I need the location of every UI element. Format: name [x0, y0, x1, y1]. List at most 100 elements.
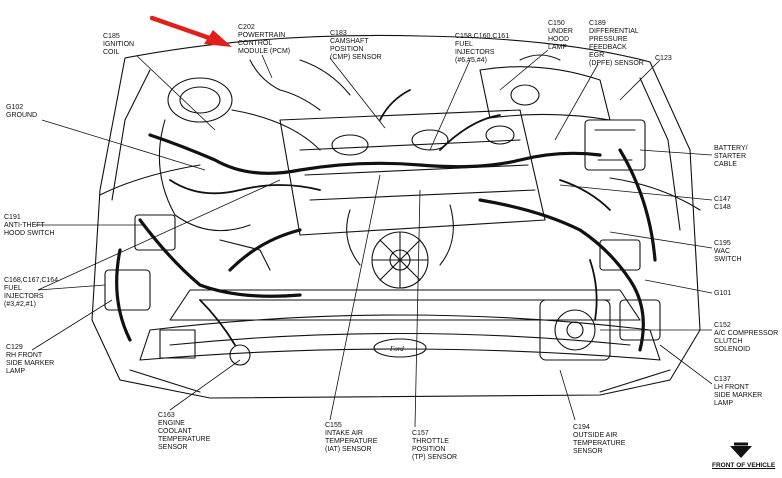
- callout-line: CAMSHAFT: [330, 38, 369, 45]
- callout-c123: C123: [655, 55, 672, 63]
- callout-line: POSITION: [330, 46, 364, 53]
- callout-line: EGR: [589, 52, 605, 59]
- callout-line: C148: [714, 204, 731, 211]
- callout-line: C155: [325, 422, 342, 429]
- callout-line: HOOD SWITCH: [4, 230, 55, 237]
- callout-line: C202: [238, 24, 255, 31]
- callout-leader-lines: [31, 49, 713, 428]
- callout-line: TEMPERATURE: [158, 436, 211, 443]
- callout-line: C194: [573, 424, 590, 431]
- callout-line: G101: [714, 290, 732, 297]
- callout-line: TEMPERATURE: [573, 440, 626, 447]
- callout-line: FEEDBACK: [589, 44, 627, 51]
- callout-line: C163: [158, 412, 175, 419]
- callout-line: SOLENOID: [714, 346, 751, 353]
- callout-line: LAMP: [6, 368, 26, 375]
- callout-line: CLUTCH: [714, 338, 743, 345]
- callout-line: SENSOR: [158, 444, 188, 451]
- engine-compartment-illustration: Ford: [91, 34, 701, 399]
- callout-line: ENGINE: [158, 420, 185, 427]
- callout-line: C168,C167,C164: [4, 277, 59, 284]
- callout-line: LAMP: [714, 400, 734, 407]
- callout-line: BATTERY/: [714, 145, 748, 152]
- callout-line: DIFFERENTIAL: [589, 28, 639, 35]
- callout-line: INTAKE AIR: [325, 430, 363, 437]
- callout-line: FUEL: [455, 41, 473, 48]
- callout-line: HOOD: [548, 36, 569, 43]
- callout-line: CABLE: [714, 161, 737, 168]
- callout-line: GROUND: [6, 112, 38, 119]
- callout-line: TEMPERATURE: [325, 438, 378, 445]
- callout-line: CONTROL: [238, 40, 273, 47]
- callout-line: LAMP: [548, 44, 568, 51]
- callout-g101: G101: [714, 290, 731, 298]
- callout-line: C191: [4, 214, 21, 221]
- callout-line: A/C COMPRESSOR: [714, 330, 779, 337]
- callout-line: MODULE (PCM): [238, 48, 291, 55]
- callout-line: C195: [714, 240, 731, 247]
- callout-line: C158,C160,C161: [455, 33, 510, 40]
- callout-line: (#3,#2,#1): [4, 301, 36, 308]
- callout-line: PRESSURE: [589, 36, 628, 43]
- callout-line: WAC: [714, 248, 731, 255]
- callout-line: SENSOR: [573, 448, 603, 455]
- callout-line: IGNITION: [103, 41, 135, 48]
- callout-line: COOLANT: [158, 428, 192, 435]
- callout-line: C189: [589, 20, 606, 27]
- callout-line: (IAT) SENSOR: [325, 446, 372, 453]
- front-of-vehicle-arrow-icon: [730, 442, 752, 458]
- callout-line: ANTI-THEFT: [4, 222, 45, 229]
- callout-line: RH FRONT: [6, 352, 43, 359]
- callout-line: C123: [655, 55, 672, 62]
- svg-text:Ford: Ford: [389, 345, 404, 353]
- callout-line: C157: [412, 430, 429, 437]
- callout-line: OUTSIDE AIR: [573, 432, 618, 439]
- callout-line: (CMP) SENSOR: [330, 54, 382, 61]
- callout-line: C129: [6, 344, 23, 351]
- callout-line: SIDE MARKER: [6, 360, 55, 367]
- callout-line: (DPFE) SENSOR: [589, 60, 644, 67]
- callout-line: G102: [6, 104, 24, 111]
- callout-line: POSITION: [412, 446, 446, 453]
- callout-line: THROTTLE: [412, 438, 449, 445]
- callout-line: LH FRONT: [714, 384, 749, 391]
- callout-line: FUEL: [4, 285, 22, 292]
- callout-line: (TP) SENSOR: [412, 454, 458, 461]
- callout-line: POWERTRAIN: [238, 32, 286, 39]
- callout-line: UNDER: [548, 28, 573, 35]
- callout-line: SIDE MARKER: [714, 392, 763, 399]
- callout-line: SWITCH: [714, 256, 742, 263]
- callout-line: C150: [548, 20, 565, 27]
- callout-line: C147: [714, 196, 731, 203]
- callout-line: C183: [330, 30, 347, 37]
- callout-line: C137: [714, 376, 731, 383]
- callout-line: INJECTORS: [4, 293, 44, 300]
- callout-line: C185: [103, 33, 120, 40]
- red-pointer-arrow-icon: [149, 15, 232, 47]
- front-of-vehicle-label: FRONT OF VEHICLE: [712, 462, 776, 469]
- callout-line: STARTER: [714, 153, 747, 160]
- callout-line: INJECTORS: [455, 49, 495, 56]
- callout-line: C152: [714, 322, 731, 329]
- callout-line: COIL: [103, 49, 120, 56]
